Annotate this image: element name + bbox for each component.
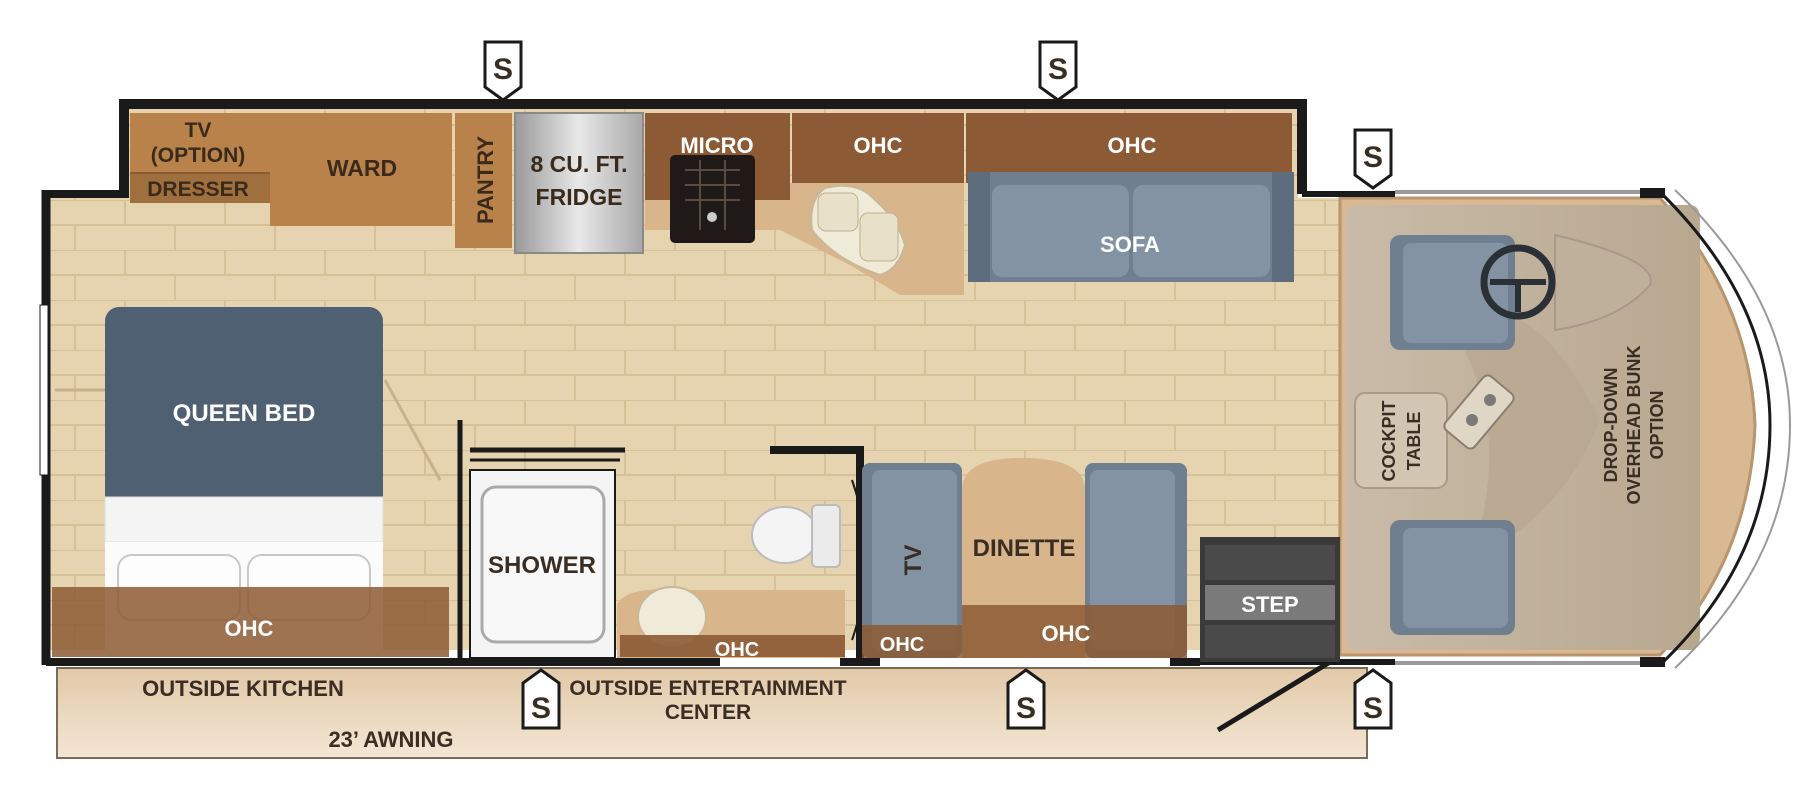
bunk-label: OPTION [1647, 390, 1667, 459]
pantry [455, 113, 512, 248]
outside-kitchen-label: OUTSIDE KITCHEN [142, 676, 344, 701]
dinette [862, 458, 1187, 658]
fridge-label: FRIDGE [536, 184, 623, 210]
svg-text:S: S [493, 53, 513, 86]
tv-option-label: (OPTION) [151, 144, 246, 167]
ohc-bed-label: OHC [225, 616, 274, 641]
slide-marker: S [1353, 668, 1393, 730]
shower-label: SHOWER [488, 552, 596, 579]
ohc-sofa-cabinet [966, 113, 1292, 183]
slide-marker: S [521, 668, 561, 730]
ohc-tv-label: OHC [880, 634, 924, 656]
awning-area [56, 667, 1368, 759]
fridge-label: 8 CU. FT. [530, 151, 627, 177]
ohc-sofa-label: OHC [1108, 133, 1157, 158]
bunk-label: DROP-DOWN [1601, 368, 1621, 483]
sofa [968, 172, 1294, 282]
shower [469, 469, 616, 659]
cockpit-table-label: COCKPIT [1379, 400, 1399, 481]
fridge [514, 112, 644, 254]
ohc-dinette-label: OHC [1042, 621, 1091, 646]
dresser-label: DRESSER [147, 178, 249, 201]
steering-wheel [1480, 244, 1556, 320]
svg-text:S: S [1363, 141, 1383, 174]
bath-vanity [617, 586, 845, 658]
pantry-label: PANTRY [473, 136, 498, 224]
cockpit-table [1354, 392, 1448, 489]
svg-text:S: S [1016, 692, 1036, 725]
stove [670, 155, 755, 243]
queen-bed-label: QUEEN BED [173, 400, 316, 427]
bath-walls [457, 420, 867, 662]
ohc-bath-label: OHC [715, 639, 759, 661]
ohc-kitchen-label: OHC [854, 133, 903, 158]
exterior-walls [39, 99, 1665, 733]
slide-marker: S [1353, 128, 1393, 190]
dinette-label: DINETTE [973, 535, 1076, 562]
slide-marker: S [1038, 40, 1078, 102]
ohc-bed-cabinet [52, 587, 449, 657]
toilet [751, 504, 841, 568]
slide-marker: S [483, 40, 523, 102]
ward-label: WARD [327, 155, 397, 181]
cupholder-console [1443, 374, 1515, 450]
passenger-seat [1390, 520, 1515, 635]
wardrobe [270, 113, 452, 226]
outside-entertainment-label: CENTER [665, 701, 751, 724]
ohc-kitchen-cabinet [792, 113, 964, 183]
svg-text:S: S [1363, 692, 1383, 725]
cockpit-table-label: TABLE [1404, 412, 1424, 471]
tv-option-label: TV [185, 119, 212, 142]
tv-dresser-cabinet [130, 113, 270, 203]
micro-label: MICRO [680, 133, 753, 158]
tv-label: TV [900, 545, 927, 576]
awning-label: 23’ AWNING [328, 727, 453, 752]
svg-text:S: S [1048, 53, 1068, 86]
svg-text:S: S [531, 692, 551, 725]
step-label: STEP [1241, 592, 1298, 617]
sofa-label: SOFA [1100, 232, 1160, 257]
kitchen-sink [810, 184, 907, 277]
bunk-label: OVERHEAD BUNK [1624, 345, 1644, 504]
entry-step [1200, 537, 1340, 662]
outside-entertainment-label: OUTSIDE ENTERTAINMENT [569, 677, 846, 700]
slide-marker: S [1006, 668, 1046, 730]
driver-seat [1390, 235, 1515, 350]
